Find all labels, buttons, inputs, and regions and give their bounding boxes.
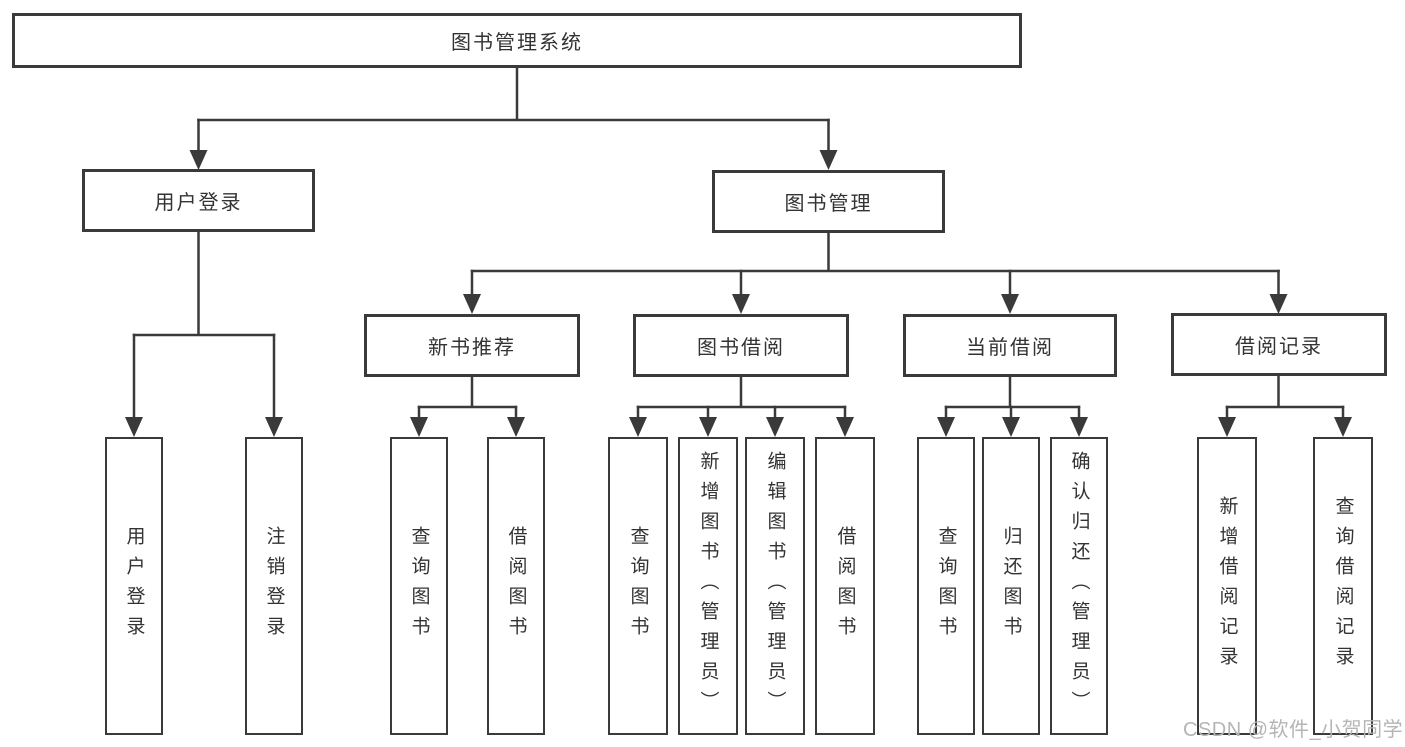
node-book-management: 图书管理	[712, 170, 945, 233]
leaf-borrow-books-recommend-label: 借阅图书	[505, 526, 527, 646]
node-root-label: 图书管理系统	[451, 32, 583, 54]
leaf-query-books-borrow-label: 查询图书	[627, 526, 649, 646]
node-current-borrow-label: 当前借阅	[966, 337, 1054, 359]
leaf-query-borrow-record: 查询借阅记录	[1313, 437, 1373, 735]
leaf-add-borrow-record: 新增借阅记录	[1197, 437, 1257, 735]
leaf-confirm-return-admin: 确认归还（管理员）	[1050, 437, 1108, 735]
leaf-logout-label: 注销登录	[263, 526, 285, 646]
leaf-add-borrow-record-label: 新增借阅记录	[1216, 496, 1238, 676]
leaf-query-books-recommend-label: 查询图书	[408, 526, 430, 646]
leaf-edit-book-admin-label: 编辑图书（管理员）	[764, 451, 786, 721]
node-user-login-label: 用户登录	[154, 192, 243, 214]
node-new-book-recommend-label: 新书推荐	[428, 337, 516, 359]
leaf-query-books-borrow: 查询图书	[608, 437, 668, 735]
node-root: 图书管理系统	[12, 13, 1022, 68]
leaf-confirm-return-admin-label: 确认归还（管理员）	[1068, 451, 1090, 721]
node-book-management-label: 图书管理	[784, 193, 873, 215]
node-book-borrow-label: 图书借阅	[697, 337, 785, 359]
leaf-query-books-current: 查询图书	[917, 437, 975, 735]
watermark: CSDN @软件_小贺同学	[1183, 719, 1404, 741]
node-book-borrow: 图书借阅	[633, 314, 849, 377]
connector-arrow-stems	[132, 118, 1345, 423]
node-new-book-recommend: 新书推荐	[364, 314, 580, 377]
leaf-borrow-books-borrow-label: 借阅图书	[834, 526, 856, 646]
leaf-return-books-label: 归还图书	[1000, 526, 1022, 646]
connector-trunk-paths	[132, 66, 1345, 409]
leaf-add-book-admin-label: 新增图书（管理员）	[697, 451, 719, 721]
leaf-edit-book-admin: 编辑图书（管理员）	[745, 437, 805, 735]
leaf-add-book-admin: 新增图书（管理员）	[678, 437, 738, 735]
arrowheads	[125, 150, 1352, 437]
node-current-borrow: 当前借阅	[903, 314, 1117, 377]
leaf-query-books-current-label: 查询图书	[935, 526, 957, 646]
leaf-user-login: 用户登录	[105, 437, 163, 735]
leaf-return-books: 归还图书	[982, 437, 1040, 735]
node-borrow-records-label: 借阅记录	[1235, 336, 1323, 358]
leaf-logout: 注销登录	[245, 437, 303, 735]
leaf-query-books-recommend: 查询图书	[390, 437, 448, 735]
node-user-login: 用户登录	[82, 169, 315, 232]
leaf-borrow-books-borrow: 借阅图书	[815, 437, 875, 735]
leaf-borrow-books-recommend: 借阅图书	[487, 437, 545, 735]
leaf-user-login-label: 用户登录	[123, 526, 145, 646]
leaf-query-borrow-record-label: 查询借阅记录	[1332, 496, 1354, 676]
node-borrow-records: 借阅记录	[1171, 313, 1387, 376]
